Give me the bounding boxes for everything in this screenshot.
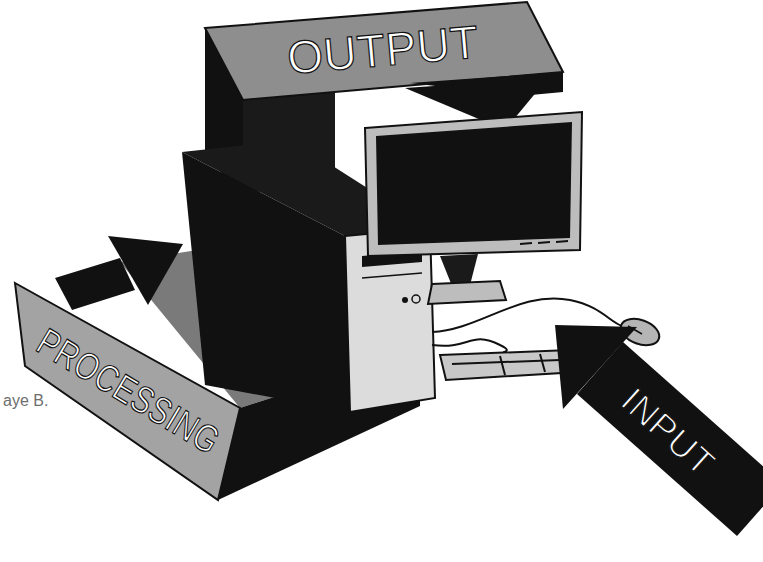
credit-text: aye B. [3, 392, 48, 409]
credit-label: aye B. [3, 392, 48, 410]
input-arrow-shaft [577, 342, 763, 536]
keyboard [440, 350, 578, 380]
monitor-screen [376, 122, 572, 245]
power-button [402, 297, 408, 303]
band-label: INPUT [614, 380, 723, 483]
drive-bay-line [362, 273, 422, 278]
keyboard-keys [500, 356, 505, 375]
monitor-base [428, 281, 506, 304]
band-label: OUTPUT [285, 16, 481, 83]
band-label: PROCESSING [29, 321, 226, 462]
monitor-button [538, 242, 550, 243]
tower-side [182, 152, 350, 412]
monitor-button [556, 241, 568, 242]
output-band: OUTPUT [285, 16, 481, 83]
processing-arrow-head [108, 236, 183, 305]
keyboard-keys [452, 360, 560, 364]
processing-arrow-shaft [55, 258, 135, 310]
monitor-frame [365, 112, 582, 256]
monitor-neck [440, 254, 478, 286]
input-arrow: INPUT [614, 380, 723, 483]
reset-button [412, 295, 420, 303]
keyboard-keys [540, 354, 545, 372]
monitor-button [520, 243, 532, 244]
processing-band: PROCESSING [29, 321, 226, 462]
keyboard-cable [432, 339, 507, 352]
